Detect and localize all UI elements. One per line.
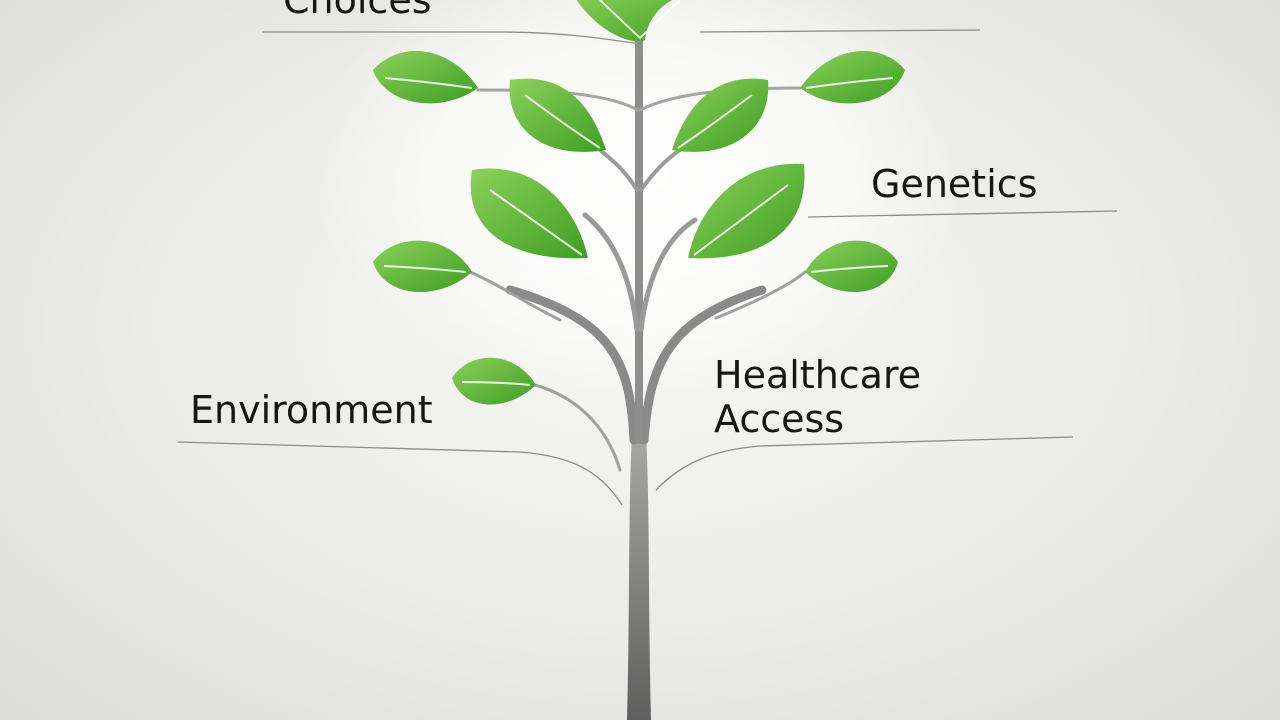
label-environment: Environment xyxy=(190,388,433,432)
leaf-mid-right-large xyxy=(688,163,805,259)
branch-right-side xyxy=(714,270,807,320)
choices-connector-line xyxy=(262,31,641,45)
leaf-upper-right-inner xyxy=(672,78,769,152)
leaf-top-center xyxy=(576,0,681,42)
label-healthcare-line1: Healthcare xyxy=(714,353,922,397)
branch-left-side xyxy=(468,270,562,322)
connector-lines xyxy=(177,29,1118,506)
branch-main-right xyxy=(639,285,767,445)
genetics-connector-line xyxy=(807,210,1118,218)
label-healthcare-line2: Access xyxy=(714,397,845,441)
leaf-upper-left-inner xyxy=(509,78,606,152)
label-genetics: Genetics xyxy=(871,162,1038,206)
branch-main-left xyxy=(505,285,639,445)
leaves-group xyxy=(373,0,905,405)
leaf-lower-left-outer xyxy=(373,240,472,293)
label-choices: Choices xyxy=(283,0,432,22)
tree-trunk-group xyxy=(468,36,807,720)
branch-left-mid xyxy=(582,212,640,333)
branch-lower-left xyxy=(533,383,622,472)
environment-connector-line xyxy=(177,441,623,506)
leaf-upper-left-outer xyxy=(373,50,478,104)
branch-right-upper xyxy=(639,148,682,192)
leaf-lower-right-outer xyxy=(805,240,898,293)
leaf-environment xyxy=(452,357,536,405)
branch-right-mid xyxy=(638,217,698,333)
healthcare-connector-line xyxy=(655,436,1074,491)
leaf-mid-left-large xyxy=(470,168,588,259)
branch-left-upper xyxy=(598,148,639,192)
leaf-upper-right-outer xyxy=(800,50,905,104)
choices-right-line xyxy=(699,29,981,33)
label-healthcare-access: Healthcare Access xyxy=(714,353,921,441)
tree-trunk xyxy=(627,430,651,720)
